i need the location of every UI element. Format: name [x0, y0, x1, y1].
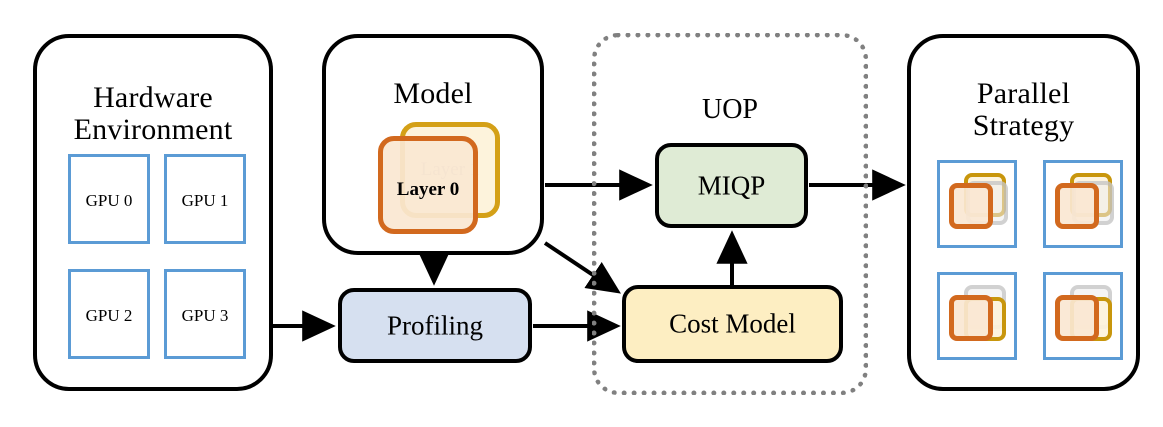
- cell-2-layer-0-block: [949, 295, 993, 341]
- parallel-strategy-grid: [937, 160, 1123, 360]
- cell-0-layer-0-block: [949, 183, 993, 229]
- cell-2-layer-stack: [948, 283, 1010, 353]
- profiling-box[interactable]: Profiling: [338, 288, 532, 363]
- miqp-box[interactable]: MIQP: [655, 143, 808, 228]
- cost-model-box[interactable]: Cost Model: [622, 285, 843, 363]
- gpu-node-1-label: GPU 1: [181, 191, 229, 210]
- panel-hardware-environment[interactable]: Hardware Environment GPU 0 GPU 1 GPU 2 G…: [33, 34, 273, 391]
- parallel-strategy-title: Parallel Strategy: [972, 77, 1075, 143]
- parallel-strategy-cell-2[interactable]: [937, 272, 1017, 360]
- panel-uop[interactable]: UOP: [592, 33, 868, 395]
- uop-title: UOP: [701, 94, 758, 125]
- parallel-strategy-cell-0[interactable]: [937, 160, 1017, 248]
- profiling-label: Profiling: [386, 310, 483, 340]
- hardware-environment-title: Hardware Environment: [73, 81, 233, 147]
- model-layer-stack: Layer 1 Layer 0: [378, 122, 503, 240]
- gpu-node-3[interactable]: GPU 3: [164, 269, 246, 359]
- gpu-node-3-label: GPU 3: [181, 306, 229, 325]
- cell-0-layer-stack: [948, 171, 1010, 241]
- miqp-label: MIQP: [697, 170, 766, 200]
- gpu-topology-grid: GPU 0 GPU 1 GPU 2 GPU 3: [68, 154, 246, 359]
- model-layer-0-block[interactable]: Layer 0: [378, 136, 478, 234]
- gpu-node-0[interactable]: GPU 0: [68, 154, 150, 244]
- cell-3-layer-0-block: [1055, 295, 1099, 341]
- panel-model[interactable]: Model Layer 1 Layer 0: [322, 34, 544, 255]
- gpu-node-0-label: GPU 0: [85, 191, 133, 210]
- model-layer-0-label: Layer 0: [396, 179, 460, 200]
- gpu-node-1[interactable]: GPU 1: [164, 154, 246, 244]
- panel-parallel-strategy[interactable]: Parallel Strategy: [907, 34, 1140, 391]
- gpu-node-2-label: GPU 2: [85, 306, 133, 325]
- cell-3-layer-stack: [1054, 283, 1116, 353]
- cost-model-label: Cost Model: [669, 308, 796, 339]
- model-title: Model: [393, 77, 473, 110]
- cell-1-layer-stack: [1054, 171, 1116, 241]
- parallel-strategy-cell-1[interactable]: [1043, 160, 1123, 248]
- gpu-node-2[interactable]: GPU 2: [68, 269, 150, 359]
- cell-1-layer-0-block: [1055, 183, 1099, 229]
- parallel-strategy-cell-3[interactable]: [1043, 272, 1123, 360]
